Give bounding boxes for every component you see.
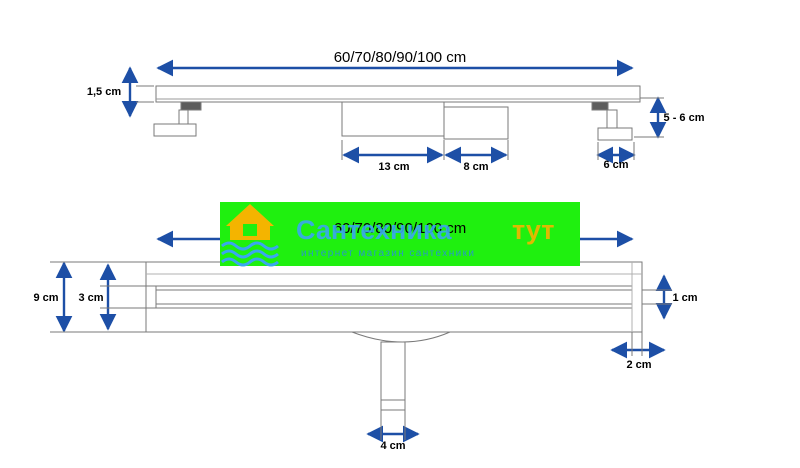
outlet-pipe [380,341,406,411]
watermark-text: Сантехника тут интернет магазин сантехни… [296,215,554,259]
watermark-title-a: Сантехника [296,215,452,245]
edge-label: 2 cm [626,359,651,371]
watermark-subtitle: интернет магазин сантехники [301,248,475,259]
top-length-label: 60/70/80/90/100 cm [334,49,467,66]
total-height-label: 9 cm [33,292,58,304]
watermark-title-b: тут [512,215,554,245]
channel-inner [155,285,633,309]
right-foot-pad [597,127,633,141]
bottom-frame [145,261,643,333]
outlet-cap [443,106,509,140]
watermark [220,202,580,267]
bottom-length-label: 60/70/80/90/100 cm [334,220,467,237]
leg-height-label: 5 - 6 cm [664,112,705,124]
height-label: 1,5 cm [87,86,121,98]
top-view [153,85,641,141]
grate-height-label: 1 cm [672,292,697,304]
outlet-box [341,101,445,137]
left-foot-pad [153,123,197,137]
left-foot-bracket [180,101,202,111]
right-foot-bracket [591,101,609,111]
watermark-background [220,202,580,266]
outlet-bowl [351,331,451,343]
pipe-label: 4 cm [380,440,405,452]
channel-height-label: 3 cm [78,292,103,304]
outlet-a-label: 13 cm [378,161,409,173]
outlet-b-label: 8 cm [463,161,488,173]
top-channel-body [155,85,641,103]
top-dimensions [121,59,667,164]
foot-label: 6 cm [603,159,628,171]
house-waves-icon [221,204,279,267]
